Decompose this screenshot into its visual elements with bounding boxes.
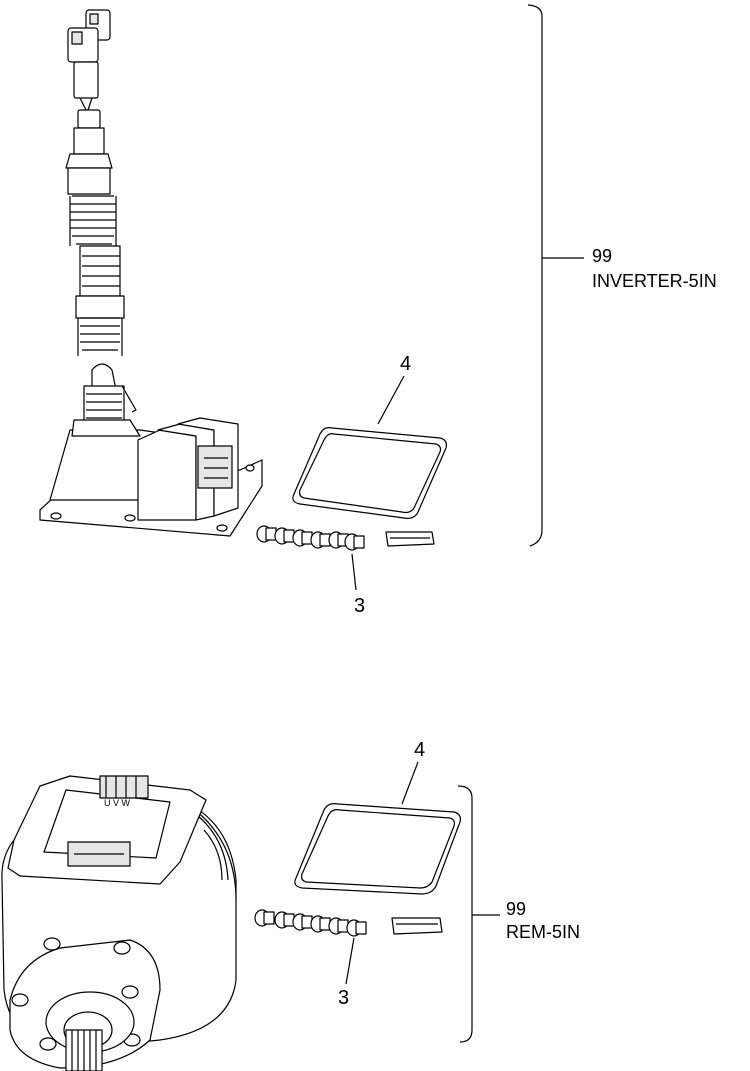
bottom-bracket-number: 99 — [506, 899, 527, 919]
thermal-pad-top — [385, 531, 435, 547]
thermal-pad-bottom — [391, 917, 443, 935]
bottom-screw-callout: 3 — [338, 987, 350, 1009]
leader-top-screws — [351, 553, 357, 591]
gasket-seal-bottom — [294, 803, 461, 895]
inverter-module-drawing — [39, 9, 263, 537]
motor-drawing — [1, 775, 237, 1071]
top-bracket-number: 99 — [592, 246, 613, 266]
leader-bottom-screws — [345, 937, 355, 985]
leader-bottom-gasket — [401, 761, 419, 805]
top-seal-callout: 4 — [400, 353, 412, 375]
bracket-top — [527, 4, 543, 547]
motor-plate-letters: U V W — [104, 798, 131, 808]
top-bracket-name: INVERTER-5IN — [592, 271, 717, 291]
bracket-bottom — [457, 785, 473, 1043]
top-screw-callout: 3 — [354, 595, 366, 617]
leader-top-gasket — [377, 375, 405, 425]
bottom-seal-callout: 4 — [414, 739, 426, 761]
bottom-bracket-name: REM-5IN — [506, 922, 581, 942]
gasket-seal-top — [292, 427, 447, 519]
screw-set-bottom — [254, 909, 367, 937]
screw-set-top — [256, 525, 365, 551]
